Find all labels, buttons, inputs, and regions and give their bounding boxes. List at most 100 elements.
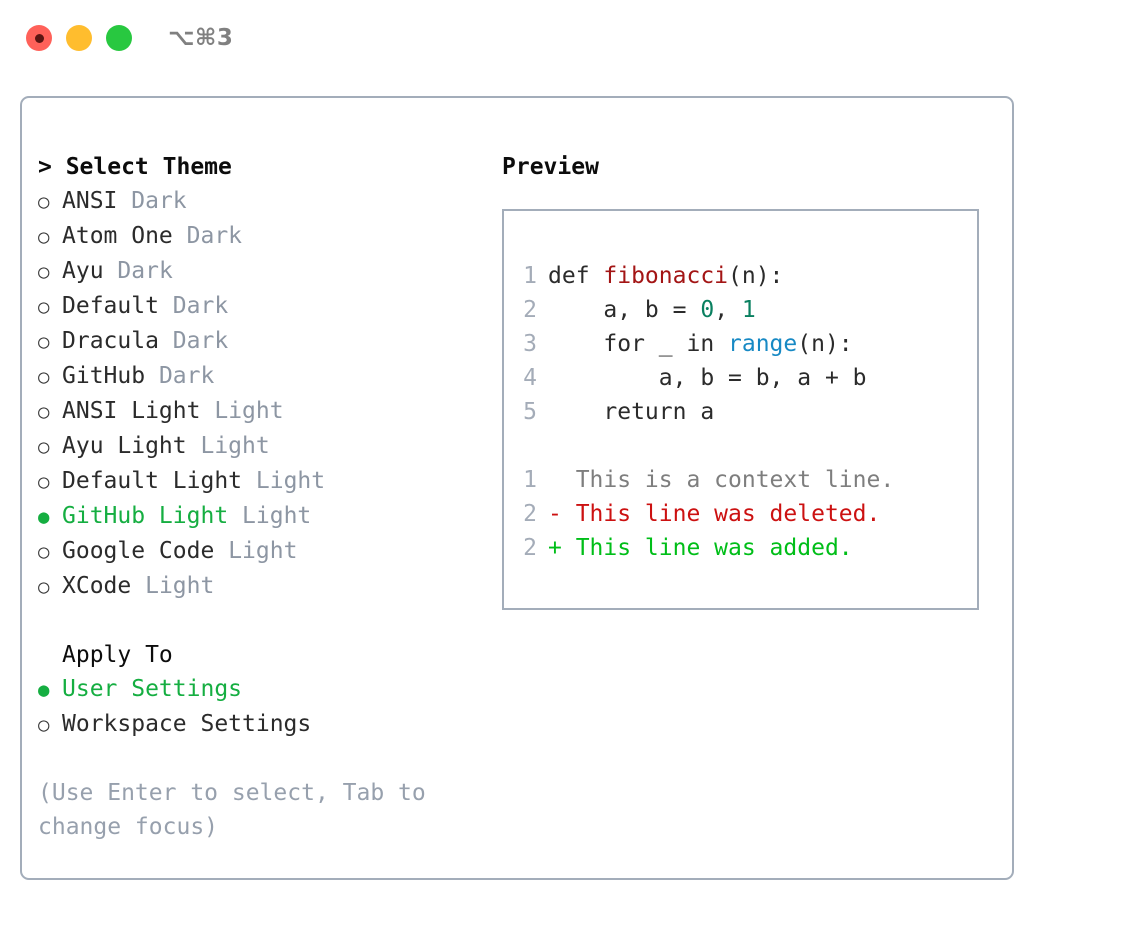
theme-option-variant-tag: Dark — [172, 293, 229, 319]
code-line: 4 a, b = b, a + b — [504, 361, 977, 395]
spacer — [214, 534, 228, 568]
theme-option-label: GitHub — [62, 363, 146, 389]
theme-option-default-light[interactable]: ○Default Light Light — [38, 464, 478, 499]
code-token-num: 0 — [700, 297, 715, 323]
theme-option-label: Ayu Light — [62, 433, 187, 459]
code-line-content: def fibonacci(n): — [548, 259, 783, 293]
theme-option-ayu-light[interactable]: ○ Ayu Light Light — [38, 429, 478, 464]
theme-option-default[interactable]: ○ Default Dark — [38, 289, 478, 324]
apply-to-option-label: Workspace Settings — [62, 711, 312, 737]
diff-sample: 1 This is a context line. 2 - This line wa… — [504, 463, 977, 565]
spacer — [242, 464, 256, 498]
theme-option-variant-tag: Dark — [172, 328, 229, 354]
line-number: 5 — [523, 399, 537, 425]
maximize-button[interactable] — [106, 25, 132, 51]
theme-option-label: Default Light — [62, 468, 243, 494]
theme-option-label: Default — [62, 293, 159, 319]
theme-option-variant-tag: Light — [255, 468, 326, 494]
radio-unselected-icon: ○ — [38, 296, 50, 318]
theme-option-label: Ayu — [62, 258, 104, 284]
spacer — [159, 289, 173, 323]
code-token-plain: , — [714, 297, 742, 323]
theme-option-variant-tag: Light — [214, 398, 284, 424]
page-title: > Select Theme — [38, 154, 232, 180]
radio-selected-icon: ● — [38, 679, 50, 701]
theme-option-label: ANSI — [62, 188, 118, 214]
radio-unselected-icon: ○ — [38, 331, 50, 353]
theme-option-xcode[interactable]: ○ XCode Light — [38, 569, 478, 604]
title-bar: ⌥⌘3 — [0, 0, 1140, 76]
code-diff-spacer — [504, 429, 977, 463]
theme-option-variant-tag: Light — [145, 573, 215, 599]
theme-option-variant-tag: Dark — [158, 363, 215, 389]
diff-line-content: This is a context line. — [548, 467, 895, 493]
keyboard-shortcut-label: ⌥⌘3 — [168, 25, 234, 51]
spacer — [159, 324, 173, 358]
theme-option-google-code[interactable]: ○Google Code Light — [38, 534, 478, 569]
code-line-content: a, b = b, a + b — [548, 361, 867, 395]
spacer — [187, 429, 201, 463]
radio-unselected-icon: ○ — [38, 261, 50, 283]
theme-option-label: XCode — [62, 573, 132, 599]
spacer — [131, 569, 145, 603]
diff-line-del: 2 - This line was deleted. — [504, 497, 977, 531]
theme-option-ansi[interactable]: ○ANSI Dark — [38, 184, 478, 219]
close-button[interactable] — [26, 25, 52, 51]
code-token-plain: return a — [548, 399, 715, 425]
radio-unselected-icon: ○ — [38, 226, 50, 248]
line-number: 4 — [523, 365, 537, 391]
theme-option-variant-tag: Light — [228, 538, 298, 564]
code-line: 3 for _ in range(n): — [504, 327, 977, 361]
radio-unselected-icon: ○ — [38, 576, 50, 598]
line-number: 3 — [523, 331, 537, 357]
code-line: 2 a, b = 0, 1 — [504, 293, 977, 327]
line-number: 1 — [523, 263, 537, 289]
diff-line-ctx: 1 This is a context line. — [504, 463, 977, 497]
diff-line-add: 2 + This line was added. — [504, 531, 977, 565]
apply-to-list: ● User Settings ○Workspace Settings — [38, 672, 478, 742]
spacer — [173, 219, 187, 253]
code-token-plain: def — [548, 263, 604, 289]
diff-line-content: + This line was added. — [548, 535, 853, 561]
theme-option-label: Google Code — [62, 538, 215, 564]
apply-to-section: Apply To ● User Settings ○Workspace Settin… — [38, 638, 478, 742]
diff-line-content: - This line was deleted. — [548, 501, 881, 527]
radio-unselected-icon: ○ — [38, 191, 50, 213]
minimize-button[interactable] — [66, 25, 92, 51]
theme-option-github[interactable]: ○ GitHub Dark — [38, 359, 478, 394]
code-line-content: for _ in range(n): — [548, 327, 852, 361]
code-line: 5 return a — [504, 395, 977, 429]
spacer — [117, 184, 131, 218]
apply-to-option-user-settings[interactable]: ● User Settings — [38, 672, 478, 707]
line-number: 2 — [523, 535, 537, 561]
theme-option-variant-tag: Dark — [117, 258, 173, 284]
spacer — [228, 499, 242, 533]
apply-to-title: Apply To — [62, 642, 173, 668]
theme-option-variant-tag: Light — [242, 503, 312, 529]
line-number: 2 — [523, 501, 537, 527]
theme-option-label: ANSI Light — [62, 398, 201, 424]
code-token-num: 1 — [741, 297, 756, 323]
spacer — [145, 359, 159, 393]
theme-option-ayu[interactable]: ○ Ayu Dark — [38, 254, 478, 289]
keyboard-hint-text: (Use Enter to select, Tab to change focu… — [38, 780, 426, 840]
theme-option-dracula[interactable]: ○Dracula Dark — [38, 324, 478, 359]
theme-option-github-light[interactable]: ●GitHub Light Light — [38, 499, 478, 534]
code-line-content: a, b = 0, 1 — [548, 293, 756, 327]
spacer — [104, 254, 118, 288]
apply-to-option-workspace-settings[interactable]: ○Workspace Settings — [38, 707, 478, 742]
theme-option-label: Atom One — [62, 223, 173, 249]
code-line: 1 def fibonacci(n): — [504, 259, 977, 293]
theme-option-atom-one[interactable]: ○Atom One Dark — [38, 219, 478, 254]
theme-option-variant-tag: Light — [200, 433, 270, 459]
line-number: 2 — [523, 297, 537, 323]
radio-unselected-icon: ○ — [38, 366, 50, 388]
code-token-bi: range — [728, 331, 798, 357]
line-number: 1 — [523, 467, 537, 493]
theme-option-ansi-light[interactable]: ○ANSI Light Light — [38, 394, 478, 429]
radio-unselected-icon: ○ — [38, 436, 50, 458]
apply-to-option-label: User Settings — [62, 676, 243, 702]
